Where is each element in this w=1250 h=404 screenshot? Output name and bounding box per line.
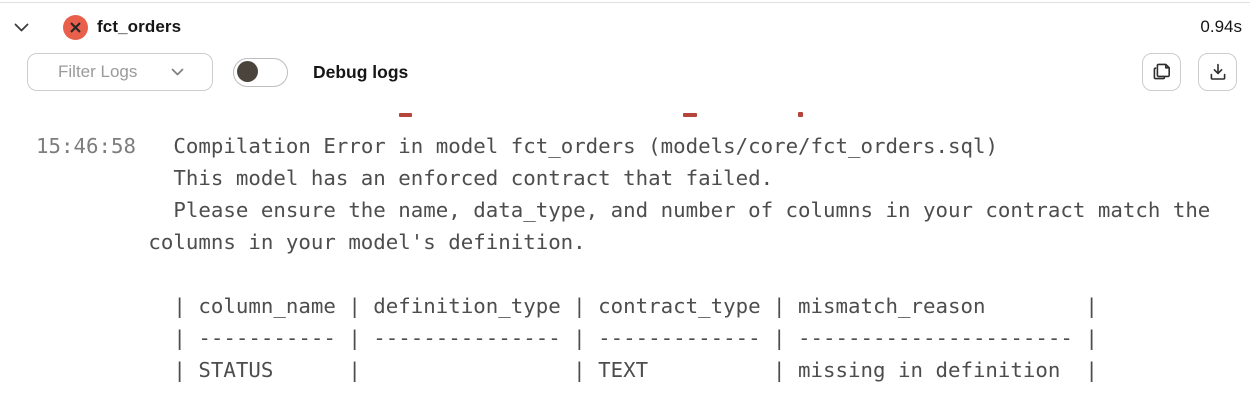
log-line: columns in your model's definition.: [36, 226, 1210, 258]
clipped-red-text-fragment: [798, 112, 803, 117]
error-status-icon: [63, 14, 88, 40]
log-line: 15:46:58 Compilation Error in model fct_…: [36, 130, 1210, 162]
clipped-red-text-fragment: [683, 113, 697, 117]
copy-logs-button[interactable]: [1142, 53, 1181, 91]
log-line: | column_name | definition_type | contra…: [36, 290, 1210, 322]
top-divider: [0, 2, 1250, 3]
log-output[interactable]: 15:46:58 Compilation Error in model fct_…: [0, 98, 1250, 404]
copy-icon: [1151, 61, 1173, 83]
log-line: [36, 258, 1210, 290]
log-line: | STATUS | | TEXT | missing in definitio…: [36, 354, 1210, 386]
log-toolbar: Filter Logs Debug logs: [0, 51, 1250, 93]
download-icon: [1207, 61, 1229, 83]
model-name: fct_orders: [97, 17, 182, 36]
model-run-header: fct_orders 0.94s: [0, 3, 1250, 51]
debug-logs-label: Debug logs: [313, 61, 409, 82]
chevron-down-icon: [171, 68, 184, 76]
download-logs-button[interactable]: [1198, 53, 1237, 91]
log-message: columns in your model's definition.: [36, 230, 586, 254]
log-timestamp: 15:46:58: [36, 134, 136, 158]
log-line: | ----------- | --------------- | ------…: [36, 322, 1210, 354]
filter-logs-dropdown[interactable]: Filter Logs: [27, 53, 213, 91]
log-message: | column_name | definition_type | contra…: [36, 294, 1098, 318]
filter-logs-label: Filter Logs: [58, 62, 138, 81]
run-duration: 0.94s: [1200, 17, 1242, 36]
collapse-chevron-icon[interactable]: [10, 16, 32, 38]
log-message: Please ensure the name, data_type, and n…: [36, 198, 1211, 222]
log-message: | ----------- | --------------- | ------…: [36, 326, 1098, 350]
log-message: | STATUS | | TEXT | missing in definitio…: [36, 358, 1098, 382]
log-lines: 15:46:58 Compilation Error in model fct_…: [36, 130, 1210, 386]
log-message: Compilation Error in model fct_orders (m…: [135, 134, 998, 158]
debug-logs-toggle[interactable]: [233, 57, 288, 87]
log-line: Please ensure the name, data_type, and n…: [36, 194, 1210, 226]
log-message: This model has an enforced contract that…: [36, 166, 774, 190]
toggle-knob: [237, 61, 258, 82]
clipped-red-text-fragment: [399, 113, 412, 117]
log-line: This model has an enforced contract that…: [36, 162, 1210, 194]
